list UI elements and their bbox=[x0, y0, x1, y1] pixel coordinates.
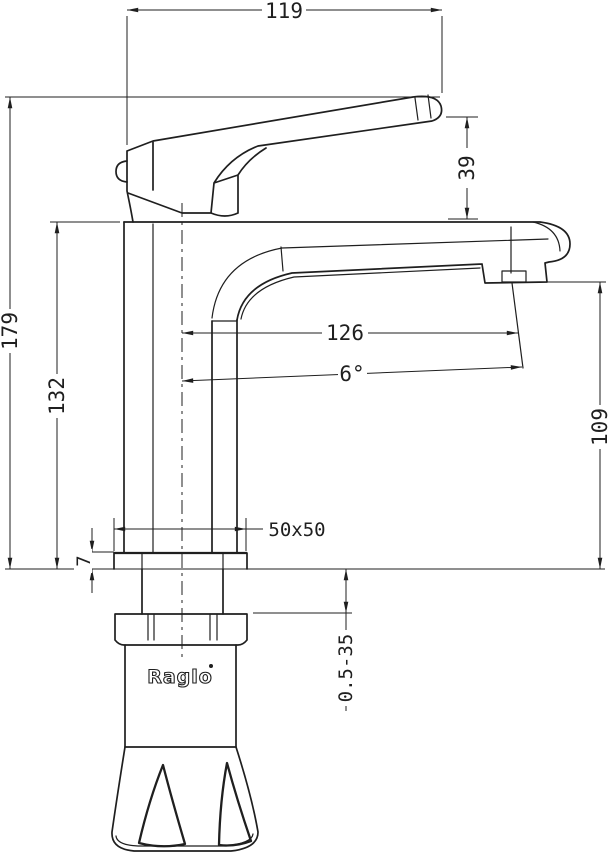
dimension-spout-reach: 126 bbox=[182, 321, 518, 345]
dimension-body-height: 132 bbox=[45, 221, 120, 569]
nut-facets bbox=[147, 613, 218, 641]
dim-label-spout-height: 109 bbox=[588, 408, 612, 446]
foot-cutout-left bbox=[137, 763, 187, 848]
handle-knob bbox=[115, 160, 128, 183]
riser-column bbox=[123, 221, 238, 554]
brand-logo: Raglo bbox=[147, 664, 213, 689]
dim-label-base-plate: 50x50 bbox=[268, 519, 325, 541]
dimension-total-height: 179 bbox=[0, 96, 440, 569]
dim-label-total-height: 179 bbox=[0, 312, 22, 350]
brand-logo-text: Raglo bbox=[147, 666, 213, 688]
foot-cutout-right bbox=[217, 761, 253, 847]
aerator bbox=[501, 270, 527, 283]
dimension-spout-height: 109 bbox=[535, 281, 612, 569]
dimension-plate-thickness: 7 bbox=[73, 528, 114, 593]
base-plate bbox=[113, 552, 248, 570]
dim-label-handle-height: 39 bbox=[455, 155, 479, 180]
mounting-shank bbox=[141, 568, 224, 615]
brand-trademark-dot bbox=[209, 664, 213, 668]
spout-inner-edges bbox=[211, 221, 561, 322]
mounting-nut bbox=[114, 613, 248, 646]
dim-label-width-top: 119 bbox=[265, 0, 303, 23]
dim-label-body-height: 132 bbox=[45, 377, 69, 415]
base-plate-inner bbox=[141, 552, 224, 570]
dim-label-mounting-range: 0.5-35 bbox=[335, 634, 357, 703]
dimension-mounting-range: 0.5-35 bbox=[253, 569, 357, 711]
dimension-spout-angle: 6° bbox=[181, 362, 523, 386]
stream-axis bbox=[510, 226, 524, 369]
base-body bbox=[124, 644, 237, 748]
dim-label-plate-thickness: 7 bbox=[73, 555, 95, 566]
handle-tip-facets bbox=[414, 94, 432, 121]
dimension-handle-height: 39 bbox=[446, 116, 479, 220]
handle-lever bbox=[126, 95, 443, 223]
dimension-width-top: 119 bbox=[126, 0, 443, 145]
dim-label-spout-reach: 126 bbox=[326, 321, 364, 345]
dim-label-spout-angle: 6° bbox=[339, 362, 364, 386]
faucet-outline: Raglo bbox=[5, 94, 605, 852]
dimension-base-plate: 50x50 bbox=[113, 518, 326, 551]
base-foot bbox=[111, 746, 259, 852]
